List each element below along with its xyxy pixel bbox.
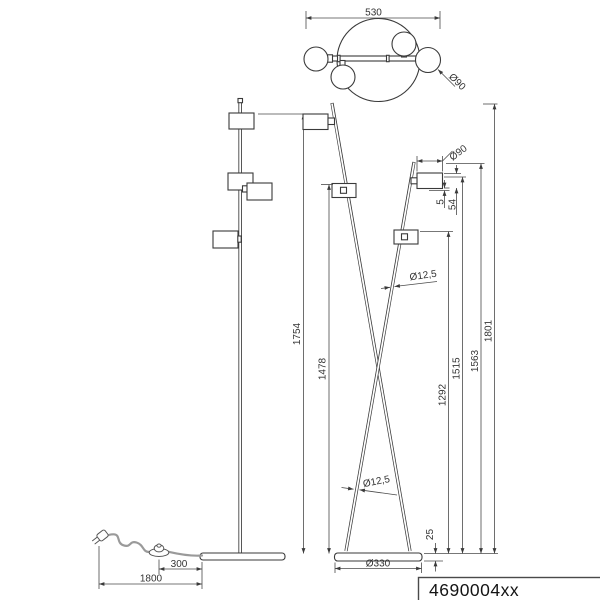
dim-label-head-diameter-side: Ø90 bbox=[448, 143, 470, 163]
dim-label-1563: 1563 bbox=[470, 349, 481, 372]
power-plug bbox=[91, 529, 109, 545]
dim-label-head-diameter-top: Ø90 bbox=[446, 72, 467, 93]
dim-label-1515: 1515 bbox=[452, 357, 463, 380]
dim-label-pole-diameter-upper: Ø12,5 bbox=[409, 269, 438, 284]
dim-label-5: 5 bbox=[436, 199, 447, 205]
dim-label-1801: 1801 bbox=[484, 319, 495, 342]
foot-switch bbox=[148, 543, 170, 557]
dim-label-1754: 1754 bbox=[292, 322, 303, 345]
dim-label-1292: 1292 bbox=[438, 383, 449, 406]
dim-label-300: 300 bbox=[171, 559, 188, 570]
dim-label-54: 54 bbox=[448, 199, 459, 211]
dim-label-pole-diameter-lower: Ø12,5 bbox=[362, 474, 391, 490]
side-view-cross-lamp: Ø90 5 54 Ø12,5 Ø12,5 1478 1292 1515 1563 bbox=[302, 102, 498, 573]
part-number-box: 4690004xx bbox=[417, 576, 600, 600]
dim-label-1478: 1478 bbox=[318, 357, 329, 380]
top-view: 530 Ø90 bbox=[303, 8, 468, 103]
dim-label-530: 530 bbox=[365, 8, 382, 19]
dim-label-base-diameter: Ø330 bbox=[366, 559, 391, 570]
dim-label-25: 25 bbox=[425, 529, 436, 541]
front-view-straight-lamp: 300 1800 1754 bbox=[91, 97, 307, 589]
dim-label-1800: 1800 bbox=[140, 574, 163, 585]
part-number-text: 4690004xx bbox=[429, 580, 519, 600]
